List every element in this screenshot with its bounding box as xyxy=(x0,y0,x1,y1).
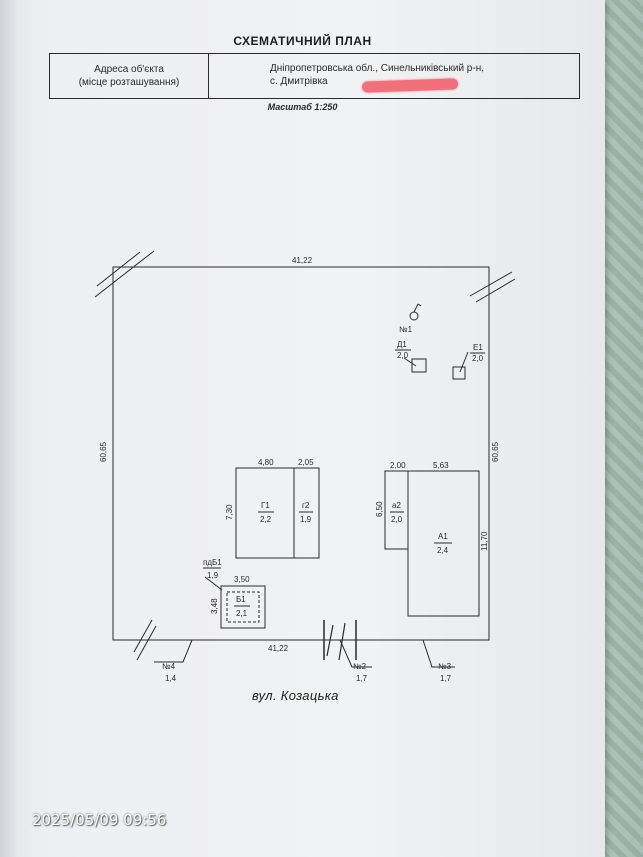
g1-name: Г1 xyxy=(261,501,270,510)
e1-floors: 2,0 xyxy=(472,354,484,363)
building-g2 xyxy=(293,467,320,559)
address-label: Адреса об'єкта (місце розташування) xyxy=(50,63,208,89)
address-value: Дніпропетровська обл., Синельниківський … xyxy=(270,62,570,88)
fence-n4-name: №4 xyxy=(162,662,176,671)
scale-label: Масштаб 1:250 xyxy=(267,102,338,112)
fence-n2-height: 1,7 xyxy=(356,674,368,683)
page-edge-shadow xyxy=(0,0,18,857)
address-label-line1: Адреса об'єкта xyxy=(94,64,164,75)
a1-floors: 2,4 xyxy=(437,546,449,555)
plot-bottom-length: 41,22 xyxy=(268,644,289,653)
well-icon xyxy=(409,303,422,321)
a1-depth: 11,70 xyxy=(480,531,489,551)
b1-width: 3,50 xyxy=(234,575,250,584)
pdb1-name: пдБ1 xyxy=(203,558,222,567)
building-b1-inner xyxy=(226,591,260,623)
building-e1 xyxy=(452,366,466,380)
plot-top-length: 41,22 xyxy=(292,256,313,265)
leader-lines xyxy=(154,351,469,668)
building-g1 xyxy=(235,467,295,559)
fence-n3-height: 1,7 xyxy=(440,674,452,683)
a2-width: 2,00 xyxy=(390,461,406,470)
street-name: вул. Козацька xyxy=(252,688,339,703)
g1-width: 4,80 xyxy=(258,458,274,467)
g2-width: 2,05 xyxy=(298,458,314,467)
a2-floors: 2,0 xyxy=(391,515,403,524)
photo-timestamp: 2025/05/09 09:56 xyxy=(32,811,167,829)
address-label-line2: (місце розташування) xyxy=(78,77,180,88)
fraction-lines xyxy=(203,349,485,607)
address-value-line1: Дніпропетровська обл., Синельниківський … xyxy=(270,63,484,74)
a1-name: А1 xyxy=(438,532,448,541)
b1-floors: 2,1 xyxy=(236,609,248,618)
plot-right-length: 60,65 xyxy=(491,441,500,462)
g2-name: г2 xyxy=(302,501,310,510)
b1-name: Б1 xyxy=(236,595,246,604)
gate-marks xyxy=(323,620,357,661)
plot-left-length: 60,65 xyxy=(99,441,108,462)
fence-n4-height: 1,4 xyxy=(165,674,177,683)
g1-depth: 7,30 xyxy=(225,504,234,520)
g1-floors: 2,2 xyxy=(260,515,272,524)
a1-width: 5,63 xyxy=(433,461,449,470)
address-value-line2: с. Дмитрівка xyxy=(270,76,328,87)
building-b1-outer xyxy=(220,585,266,629)
fence-n2-name: №2 xyxy=(353,662,367,671)
e1-name: Е1 xyxy=(473,343,483,352)
well-name: №1 xyxy=(399,325,413,334)
building-a2 xyxy=(384,470,409,550)
document-title: СХЕМАТИЧНИЙ ПЛАН xyxy=(233,34,372,48)
fence-n3-name: №3 xyxy=(438,662,452,671)
a2-name: а2 xyxy=(392,501,401,510)
d1-floors: 2,0 xyxy=(397,351,409,360)
site-plan-drawing: 41,22 41,22 60,65 60,65 4,80 7,30 Г1 2,2… xyxy=(94,250,516,683)
d1-name: Д1 xyxy=(397,340,407,349)
address-table-divider xyxy=(208,54,209,98)
building-d1 xyxy=(411,358,427,373)
address-table: Адреса об'єкта (місце розташування) Дніп… xyxy=(49,53,580,99)
a2-depth: 6,50 xyxy=(375,501,384,517)
plot-boundary xyxy=(112,266,490,641)
boundary-break-marks xyxy=(94,250,516,661)
b1-depth: 3,48 xyxy=(210,598,219,614)
pdb1-floors: 1,9 xyxy=(207,571,219,580)
g2-floors: 1,9 xyxy=(300,515,312,524)
document-page xyxy=(0,0,605,857)
